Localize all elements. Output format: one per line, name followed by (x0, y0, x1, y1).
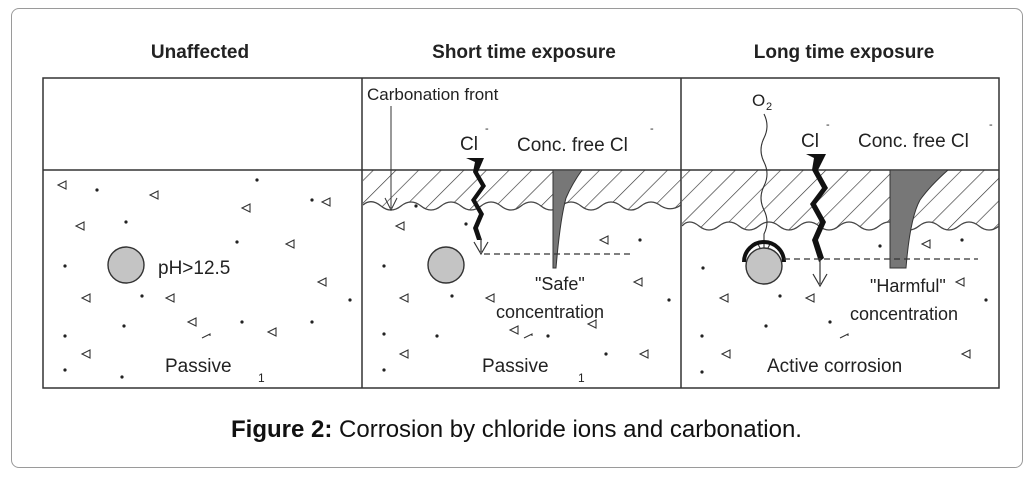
harmful-label-line1: "Harmful" (870, 276, 946, 296)
panel-title-unaffected: Unaffected (150, 42, 250, 63)
chloride-arrow-short (473, 241, 489, 256)
state-label-short: Passive (482, 356, 549, 377)
oxygen-label: O (752, 91, 765, 110)
figure-caption: Figure 2: Corrosion by chloride ions and… (0, 416, 1033, 444)
stray-mark-short: 1 (578, 371, 585, 385)
figure-frame (11, 8, 1023, 468)
concentration-profile-short (552, 169, 583, 269)
state-label-unaffected: Passive (165, 356, 232, 377)
conc-charge-long: - (989, 119, 993, 131)
diagram-grid (42, 77, 1000, 389)
carbonation-front-arrowhead (384, 197, 398, 212)
carbonation-front-label: Carbonation front (367, 85, 499, 104)
panel-title-short-exposure: Short time exposure (432, 42, 616, 63)
corrosion-layer (742, 240, 786, 263)
rebar-unaffected (107, 246, 145, 284)
chloride-ion-label-long: Cl (801, 131, 819, 152)
oxygen-diffusion-path (760, 113, 768, 252)
oxygen-subscript: 2 (766, 101, 772, 113)
caption-label: Figure 2: (231, 416, 333, 443)
caption-text: Corrosion by chloride ions and carbonati… (332, 416, 802, 443)
aggregate-dots (63, 178, 988, 379)
safe-label-line2: concentration (496, 302, 604, 322)
aggregate-triangles (56, 180, 971, 359)
rebar-long (745, 247, 783, 285)
carbonated-layer-long (682, 170, 999, 231)
rebar-short (427, 246, 465, 284)
chloride-arrow-long (812, 273, 828, 288)
harmful-label-line2: concentration (850, 304, 958, 324)
chloride-crack-short (466, 158, 486, 240)
state-label-long: Active corrosion (767, 356, 902, 377)
stray-mark: 1 (258, 371, 265, 385)
chloride-ion-label-short: Cl (460, 134, 478, 155)
carbonated-layer-short (363, 170, 681, 211)
chloride-ion-charge-short: - (485, 123, 489, 135)
ph-label: pH>12.5 (158, 258, 230, 279)
conc-label-long: Conc. free Cl (858, 131, 969, 152)
chloride-ion-charge-long: - (826, 119, 830, 131)
conc-charge-short: - (650, 123, 654, 135)
chloride-crack-long (806, 154, 828, 262)
conc-label-short: Conc. free Cl (517, 135, 628, 156)
concentration-profile-long (889, 169, 950, 269)
safe-label-line1: "Safe" (535, 274, 585, 294)
panel-title-long-exposure: Long time exposure (753, 42, 935, 63)
